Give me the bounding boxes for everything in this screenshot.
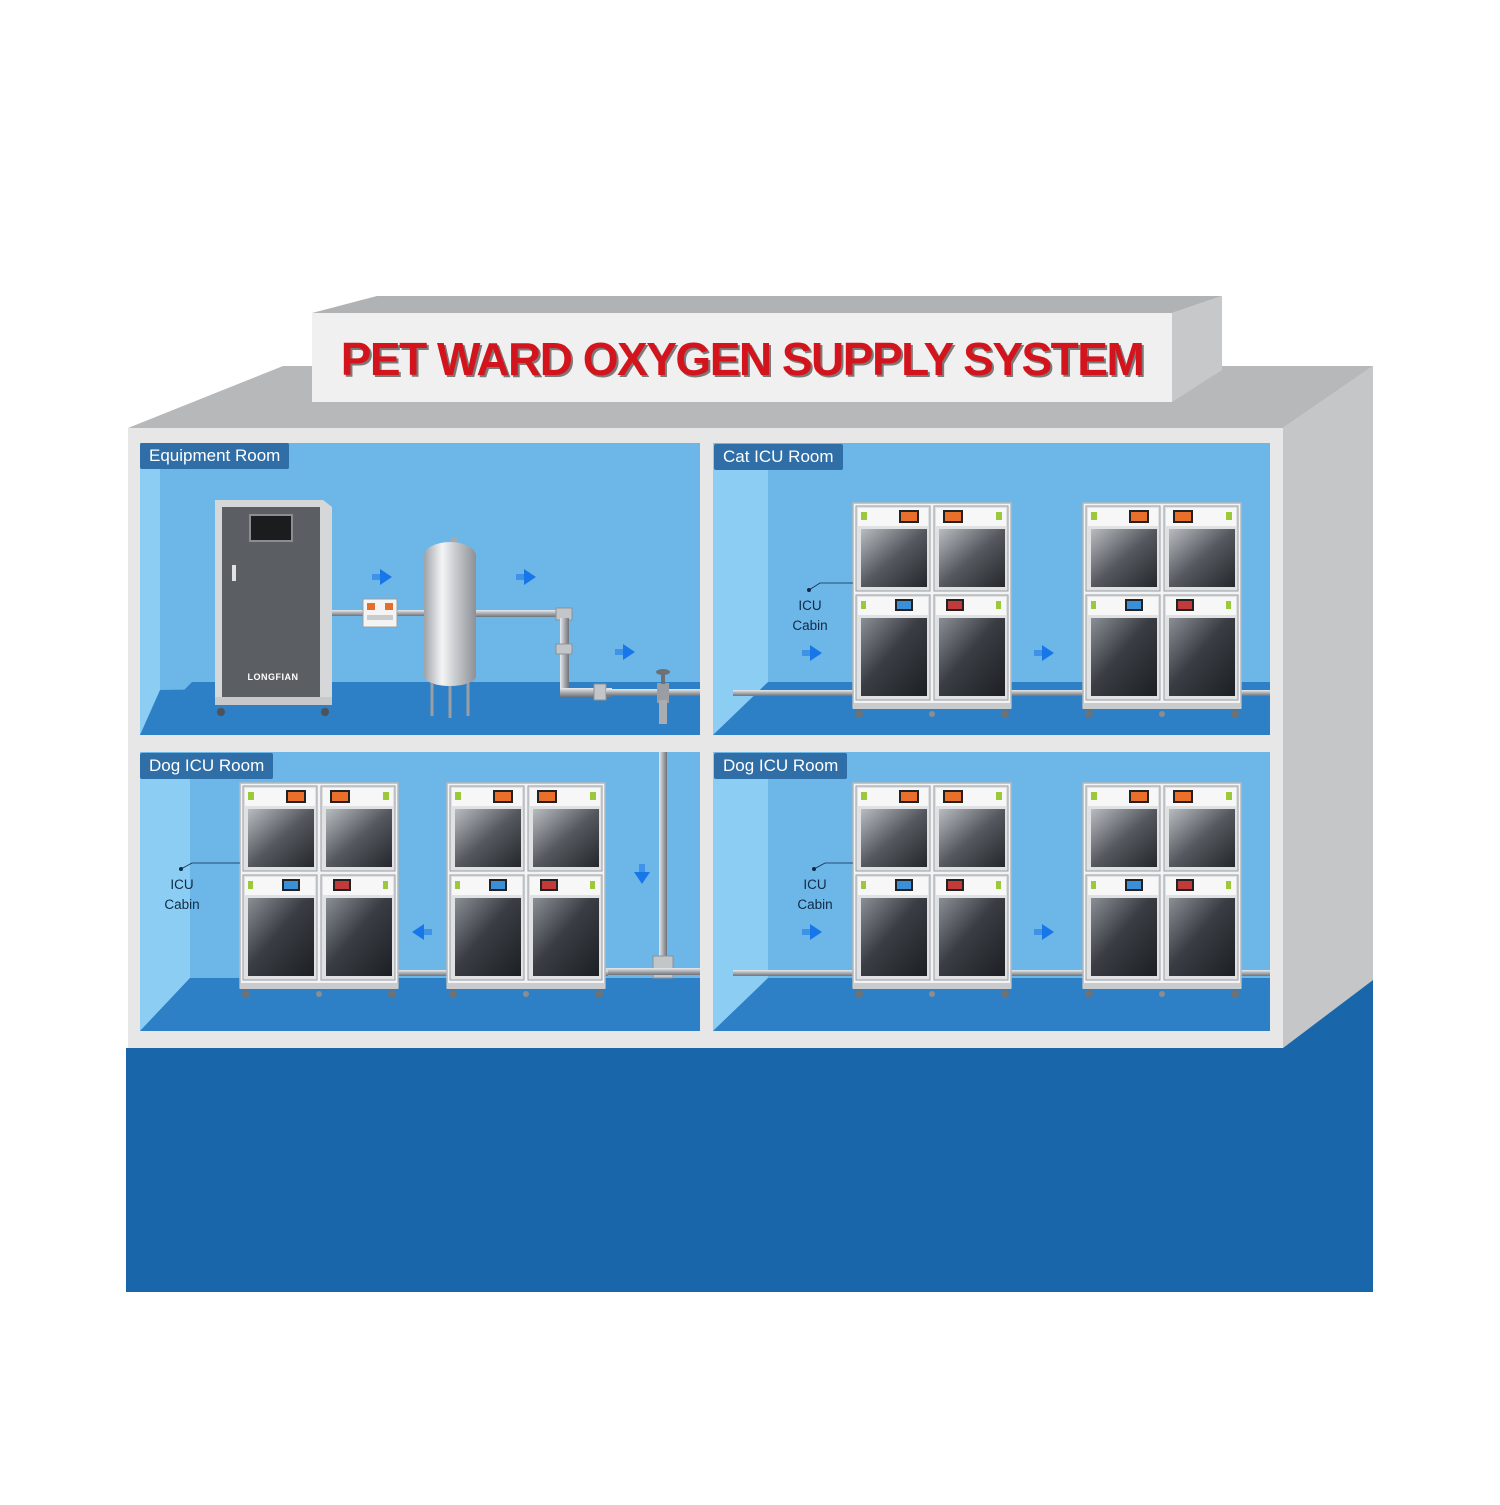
dog-left-icu-cabin-label-line1: ICU (170, 877, 194, 892)
flow-arrow-down (634, 864, 650, 884)
room-label-dog-icu-left: Dog ICU Room (140, 753, 274, 779)
cat-cabin-pointer-line (808, 582, 853, 591)
dog-left-inlet-pipe (603, 968, 700, 975)
riser-pipe (659, 752, 667, 970)
pressure-switch (362, 598, 398, 628)
room-dog-icu-left (140, 752, 700, 1031)
dog-right-cabin-pointer-line (813, 862, 853, 870)
room-label-dog-icu-right: Dog ICU Room (714, 753, 848, 779)
dog-left-icu-cabin-label-line2: Cabin (164, 897, 200, 912)
oxygen-generator: LONGFIAN (215, 500, 332, 716)
title-sign-front (312, 313, 1172, 402)
room-label-equipment: Equipment Room (140, 443, 290, 469)
cat-icu-cabinet-1 (852, 502, 1012, 719)
dog-right-cabinet-1 (852, 782, 1012, 999)
title-sign-top (312, 296, 1222, 313)
cat-icu-cabinet-2 (1082, 502, 1242, 719)
room-label-cat-icu: Cat ICU Room (714, 444, 843, 470)
dog-left-cabinet-2 (446, 782, 606, 999)
dog-right-icu-cabin-label-line1: ICU (803, 877, 827, 892)
cat-icu-cabin-label-line1: ICU (798, 598, 822, 613)
cat-icu-cabin-label: ICU Cabin (780, 596, 840, 636)
dog-right-icu-cabin-label-line2: Cabin (797, 897, 833, 912)
dog-right-icu-cabin-label: ICU Cabin (785, 875, 845, 915)
pipe-tank-outlet (476, 607, 700, 724)
title-sign-side (1172, 296, 1222, 402)
generator-brand-logo: LONGFIAN (248, 672, 299, 682)
oxygen-tank (424, 538, 476, 718)
cat-icu-cabin-label-line2: Cabin (792, 618, 828, 633)
dog-left-cabinet-1 (239, 782, 399, 999)
building-side (1283, 366, 1373, 1048)
dog-left-icu-cabin-label: ICU Cabin (152, 875, 212, 915)
dog-left-flow-arrow (412, 924, 432, 940)
dog-right-cabinet-2 (1082, 782, 1242, 999)
dog-left-cabin-pointer-line (180, 862, 240, 870)
diagram-title: PET WARD OXYGEN SUPPLY SYSTEM (340, 333, 1145, 385)
